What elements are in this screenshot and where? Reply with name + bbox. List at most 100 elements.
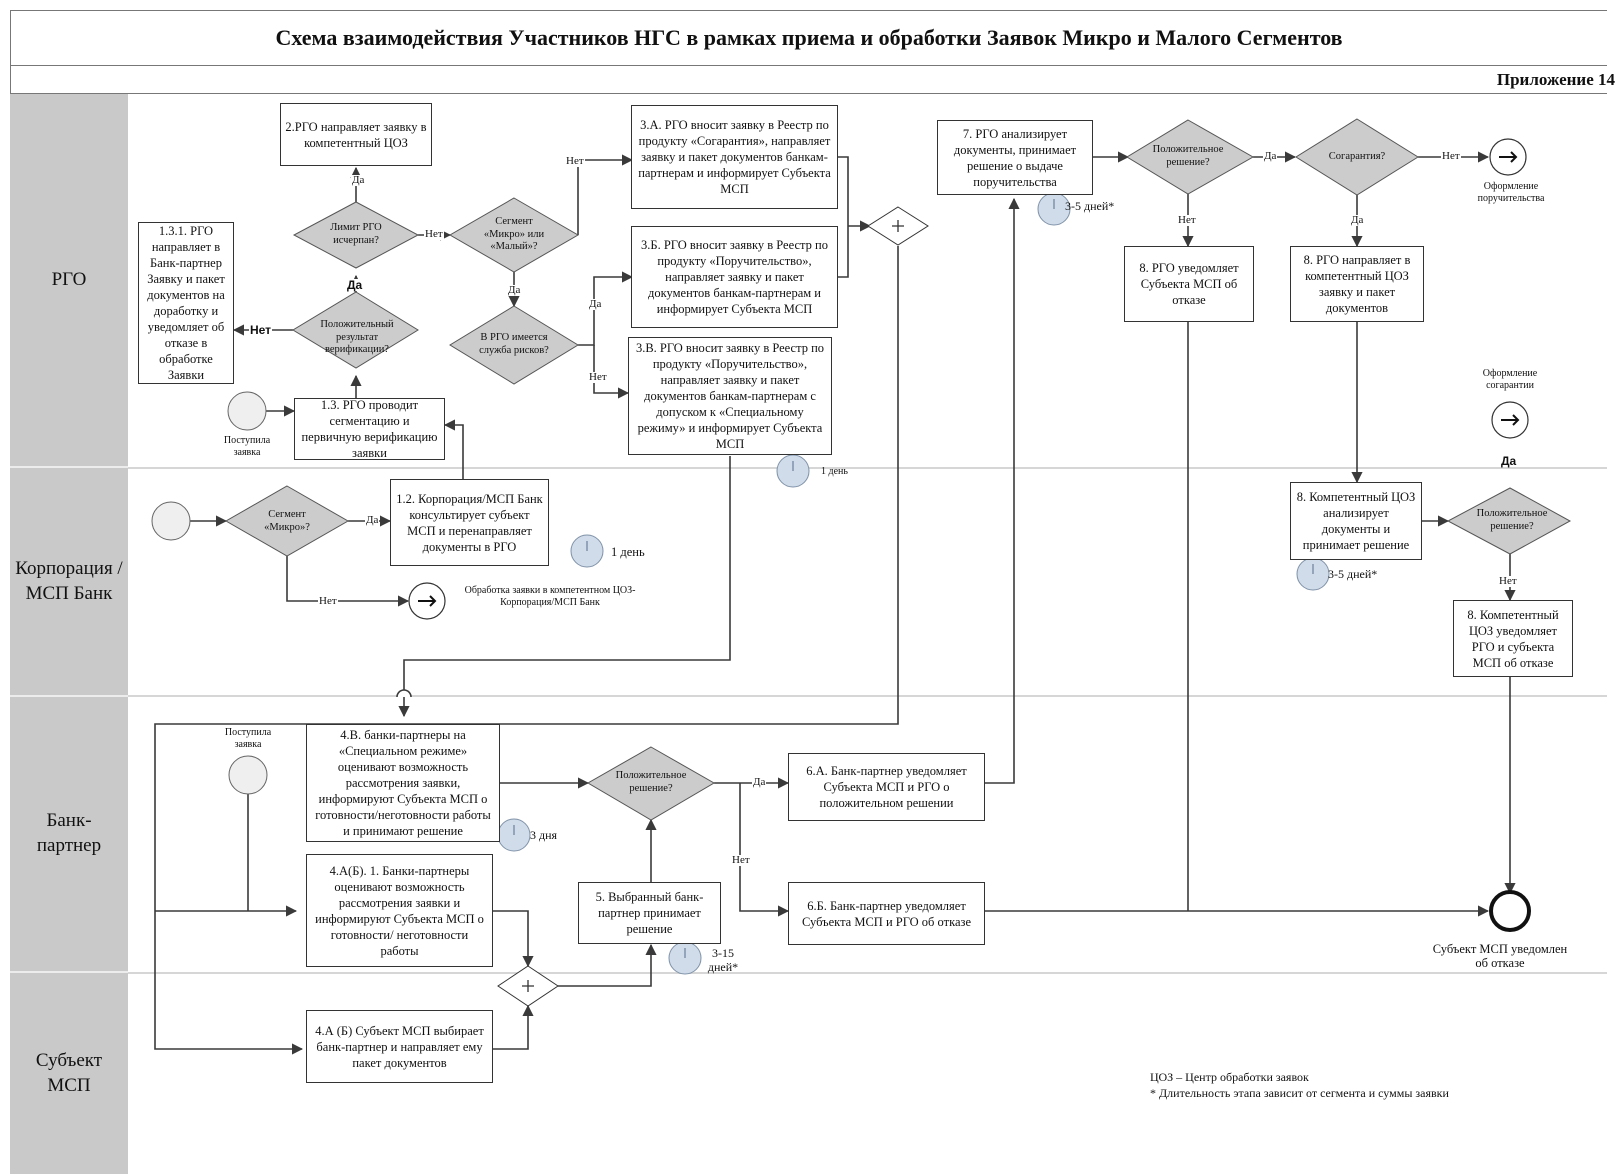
step-1-2: 1.2. Корпорация/МСП Банк консультирует с…	[390, 479, 549, 566]
step-8-coz-analyze: 8. Компетентный ЦОЗ анализирует документ…	[1290, 482, 1422, 560]
step-8-send-coz: 8. РГО направляет в компетентный ЦОЗ зая…	[1290, 246, 1424, 322]
connector	[558, 943, 657, 987]
step-1-3-1: 1.3.1. РГО направляет в Банк-партнер Зая…	[138, 222, 234, 384]
step-6b: 6.Б. Банк-партнер уведомляет Субъекта МС…	[788, 882, 985, 945]
decision-limit	[292, 201, 420, 269]
connector	[398, 456, 731, 718]
legend-coz: ЦОЗ – Центр обработки заявок	[1150, 1070, 1309, 1084]
appendix-label: Приложение 14	[1496, 70, 1615, 89]
label-yes: Да	[1350, 214, 1365, 226]
decision-risk-text: В РГО имеется служба рисков?	[479, 332, 549, 356]
step-3b: 3.Б. РГО вносит заявку в Реестр по проду…	[631, 226, 838, 328]
step-3v: 3.В. РГО вносит заявку в Реестр по проду…	[628, 337, 832, 455]
start-event-icon	[228, 755, 268, 795]
label-yes: Да	[507, 284, 522, 296]
label-no: Нет	[588, 371, 608, 383]
step-8-coz-notify: 8. Компетентный ЦОЗ уведомляет РГО и суб…	[1453, 600, 1573, 677]
connector	[493, 1004, 534, 1050]
decision-positive-coz	[1446, 487, 1572, 555]
connector	[493, 910, 534, 968]
decision-cogarant-text: Согарантия?	[1328, 150, 1386, 162]
decision-positive-7	[1126, 119, 1255, 195]
arrow-right-icon	[1501, 414, 1520, 426]
connector	[739, 783, 790, 917]
event-caption-cogarant: Оформление согарантии	[1482, 368, 1538, 391]
decision-risk-service	[449, 305, 579, 385]
decision-positive-verification	[292, 291, 419, 369]
connector	[443, 419, 464, 488]
lane-divider	[128, 467, 1607, 469]
plus-icon	[892, 220, 904, 232]
lane-divider	[128, 695, 1607, 697]
decision-positive-verification-text: Положительный результат верификации?	[320, 319, 394, 356]
timer-label: 1 день	[611, 545, 645, 559]
decision-micro	[224, 485, 350, 557]
connector	[286, 550, 410, 607]
plus-icon	[522, 980, 534, 992]
arrow-right-icon	[1499, 151, 1518, 163]
legend-note: * Длительность этапа зависит от сегмента…	[1150, 1086, 1449, 1100]
label-no: Нет	[1498, 575, 1518, 587]
timer-label: 1 день	[821, 466, 848, 477]
timer-label: 3-5 дней*	[1328, 567, 1378, 581]
event-caption-received: Поступила заявка	[224, 727, 272, 750]
lane-label-corp: Корпорация /МСП Банк	[15, 557, 123, 604]
end-event-icon	[1489, 890, 1531, 932]
event-caption-corp-processing: Обработка заявки в компетентном ЦОЗ-Корп…	[464, 585, 636, 608]
connector	[838, 156, 849, 278]
arrow-right-icon	[418, 595, 437, 607]
appendix-bar: Приложение 14	[10, 66, 1615, 94]
line-hop	[396, 689, 412, 698]
decision-segment-text: Сегмент «Микро» или «Малый»?	[483, 216, 545, 253]
decision-positive-7-text: Положительное решение?	[1152, 144, 1224, 168]
start-event-icon	[151, 501, 191, 541]
label-yes: Да	[346, 278, 364, 292]
title-bar: Схема взаимодействия Участников НГС в ра…	[10, 10, 1607, 66]
decision-micro-text: Сегмент «Микро»?	[264, 509, 310, 533]
decision-positive-coz-text: Положительное решение?	[1476, 508, 1548, 532]
decision-cogarant	[1295, 118, 1419, 196]
lane-bank: Банк- партнер	[10, 697, 128, 973]
step-4ab-smsp: 4.А (Б) Субъект МСП выбирает банк-партне…	[306, 1010, 493, 1083]
label-no: Нет	[731, 854, 751, 866]
step-4ab-1: 4.А(Б). 1. Банки-партнеры оценивают возм…	[306, 854, 493, 967]
timer-label: 3 дня	[530, 828, 558, 842]
lane-smsp: Субъект МСП	[10, 973, 128, 1174]
end-event-caption: Субъект МСП уведомлен об отказе	[1432, 942, 1568, 971]
decision-segment	[449, 197, 579, 273]
step-4v: 4.В. банки-партнеры на «Специальном режи…	[306, 724, 500, 842]
label-yes: Да	[1500, 454, 1518, 468]
decision-positive-bank	[587, 746, 715, 821]
lane-rgo: РГО	[10, 94, 128, 468]
step-3a: 3.А. РГО вносит заявку в Реестр по проду…	[631, 105, 838, 209]
lane-label-bank: Банк- партнер	[36, 810, 102, 856]
step-8-refusal: 8. РГО уведомляет Субъекта МСП об отказе	[1124, 246, 1254, 322]
timer-label: 3-15 дней*	[707, 946, 739, 974]
event-caption-received: Поступила заявка	[223, 435, 271, 458]
label-yes: Да	[351, 174, 366, 186]
step-1-3: 1.3. РГО проводит сегментацию и первичну…	[294, 398, 445, 460]
step-6a: 6.А. Банк-партнер уведомляет Субъекта МС…	[788, 753, 985, 821]
label-yes: Да	[1263, 150, 1278, 162]
connector	[593, 345, 630, 399]
connector	[578, 271, 634, 346]
diagram-title: Схема взаимодействия Участников НГС в ра…	[275, 25, 1343, 50]
timer-label: 3-5 дней*	[1065, 199, 1115, 213]
decision-limit-text: Лимит РГО исчерпан?	[330, 222, 382, 246]
step-5: 5. Выбранный банк-партнер принимает реше…	[578, 882, 721, 944]
label-yes: Да	[588, 298, 603, 310]
lane-label-rgo: РГО	[51, 268, 87, 290]
lane-divider	[128, 972, 1607, 974]
lane-corp: Корпорация /МСП Банк	[10, 468, 128, 697]
label-no: Нет	[249, 323, 273, 337]
connector	[577, 154, 634, 235]
connector	[154, 246, 899, 1055]
label-no: Нет	[565, 155, 585, 167]
lane-label-smsp: Субъект МСП	[35, 1049, 103, 1096]
event-caption-guarantee: Оформление поручительства	[1477, 181, 1545, 204]
label-no: Нет	[318, 595, 338, 607]
label-no: Нет	[1441, 150, 1461, 162]
step-2: 2.РГО направляет заявку в компетентный Ц…	[280, 103, 432, 166]
